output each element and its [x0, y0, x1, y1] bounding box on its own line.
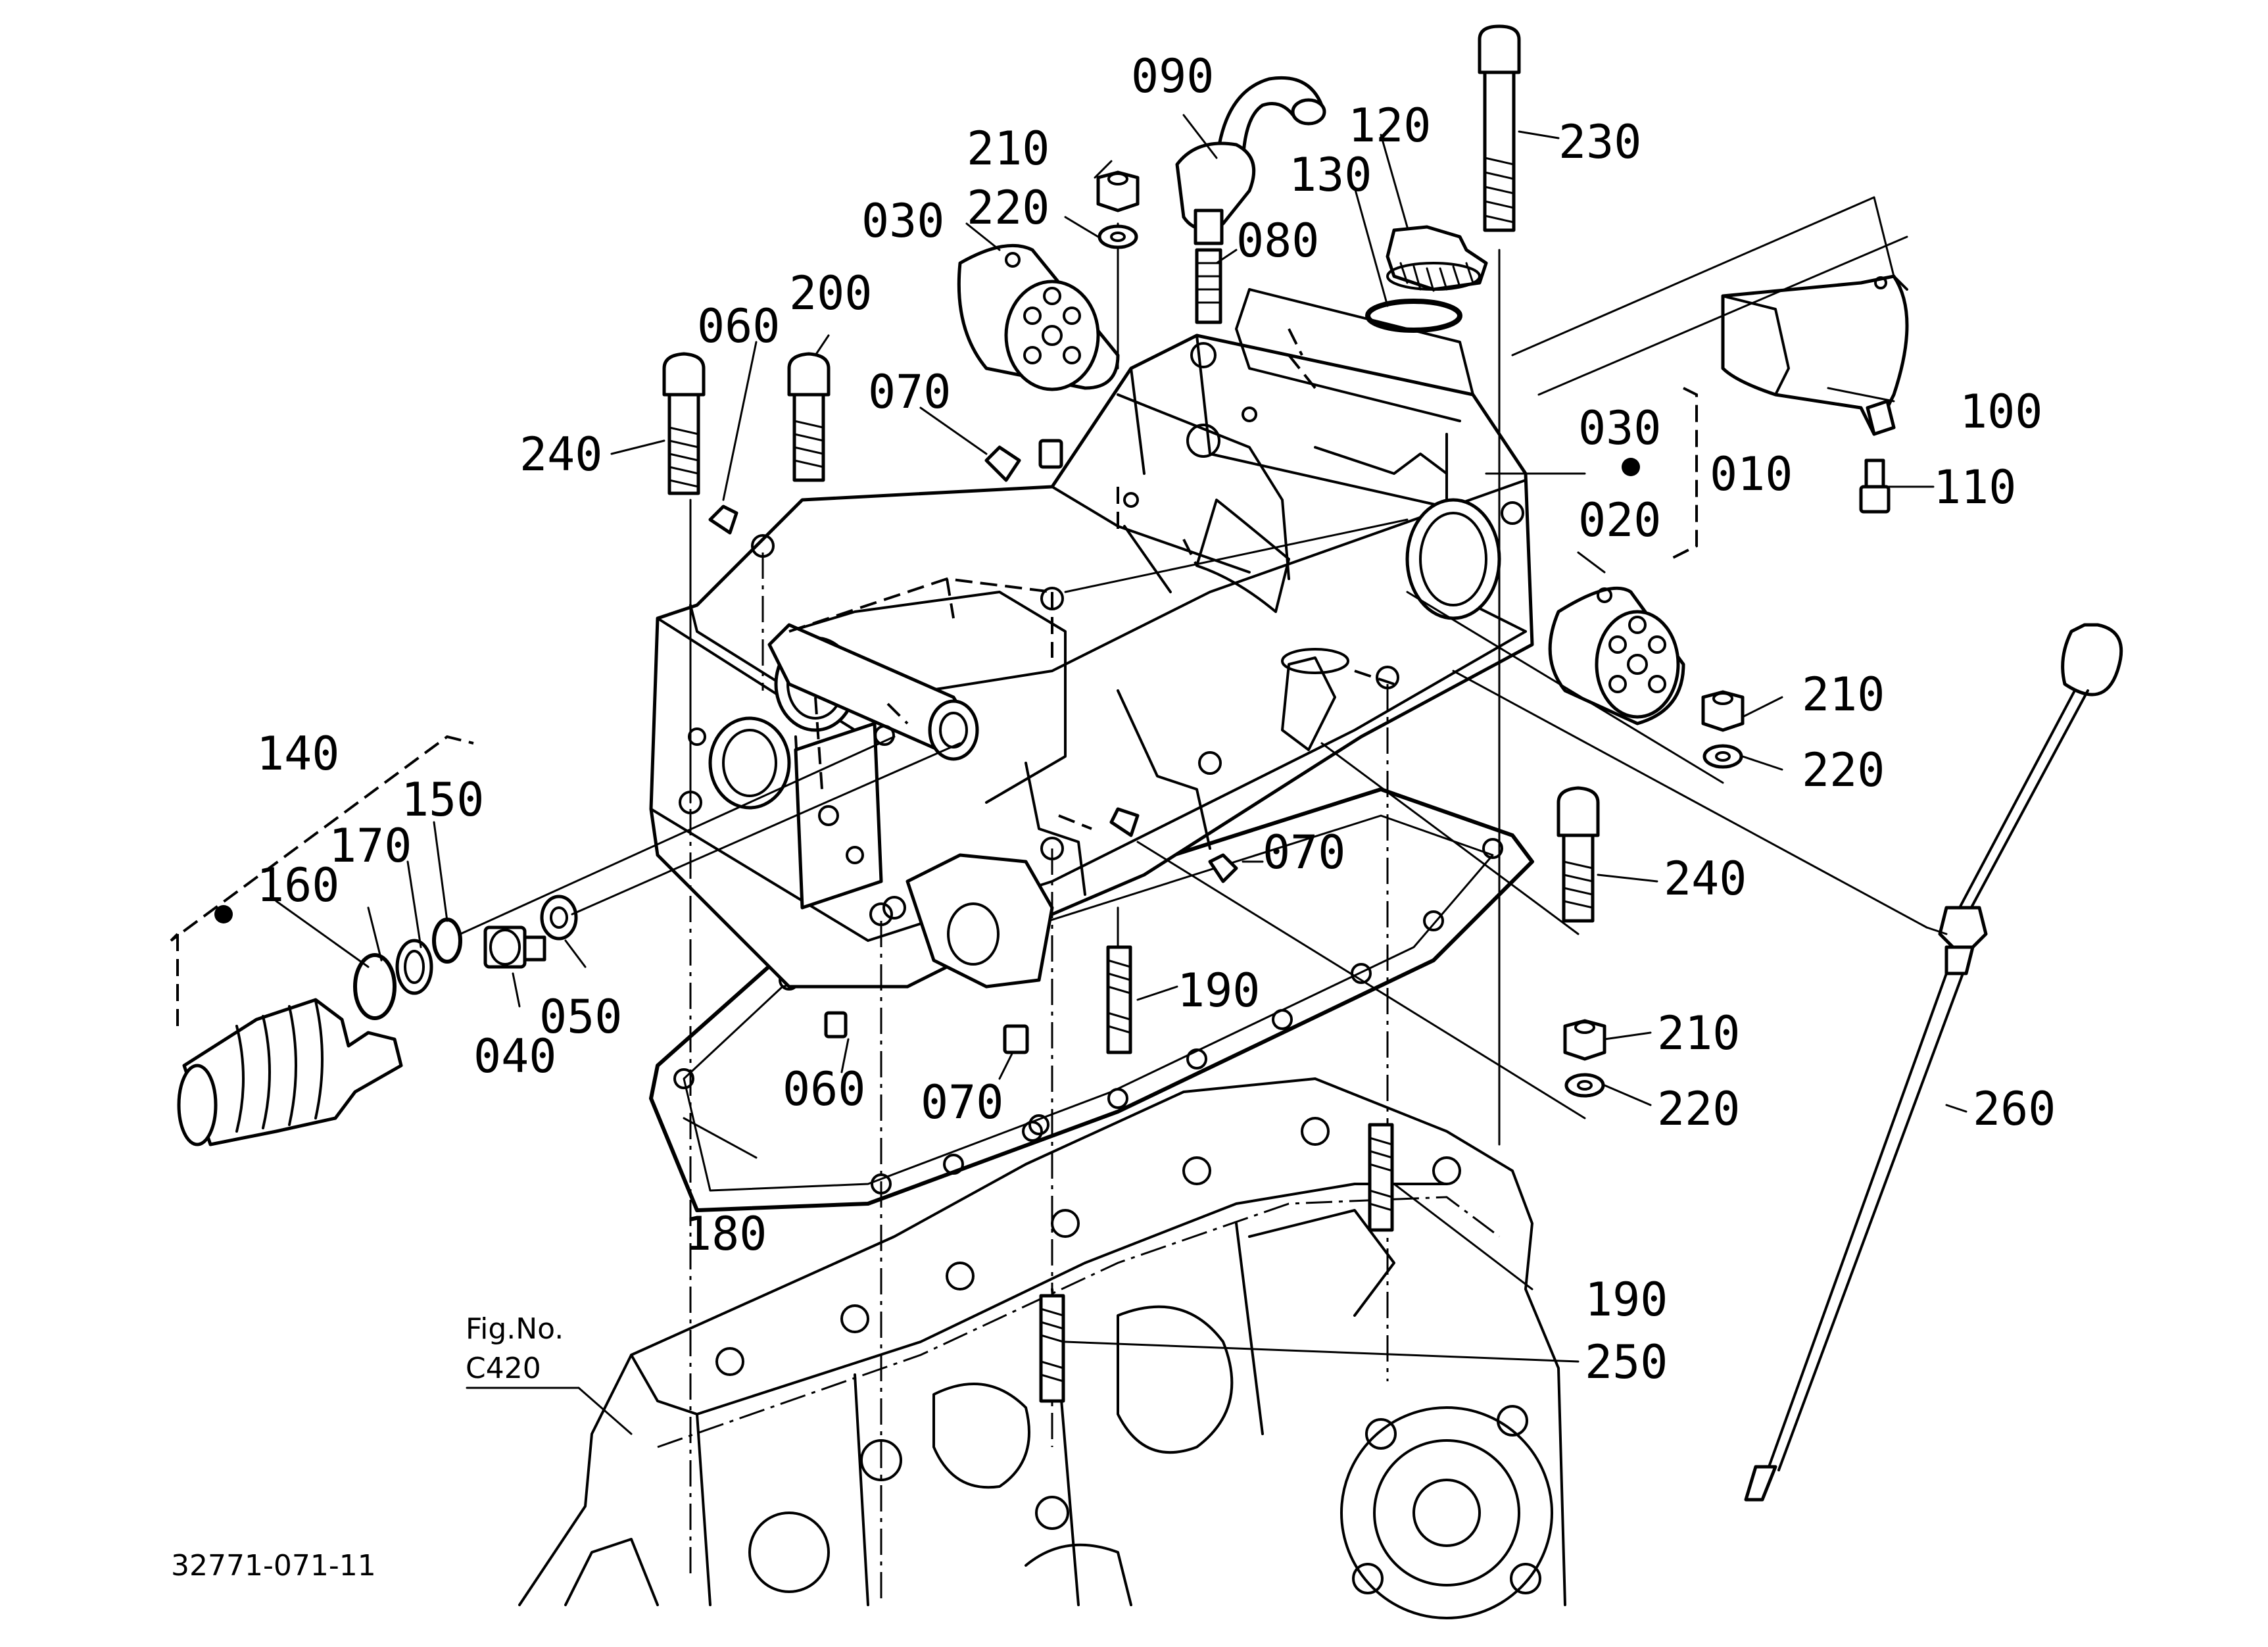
label-130: 130	[1289, 148, 1372, 202]
label-200: 200	[789, 266, 872, 320]
label-230: 230	[1558, 115, 1641, 169]
o-ring-130	[1365, 299, 1462, 333]
stud-190-center	[1106, 945, 1132, 1054]
label-180: 180	[684, 1207, 767, 1261]
nut-210-mid	[1701, 690, 1745, 732]
hidden-lines	[788, 328, 1395, 830]
nut-210-top	[1096, 170, 1140, 212]
label-100: 100	[1960, 385, 2042, 439]
label-210-top: 210	[967, 122, 1050, 176]
bushing-030-top	[957, 243, 1120, 391]
label-220-top: 220	[967, 181, 1050, 235]
dipstick-260	[1744, 623, 2123, 1502]
plug-070-lower	[1003, 1024, 1029, 1054]
label-170: 170	[329, 819, 412, 873]
label-020: 020	[1578, 493, 1661, 547]
hydraulic-cylinder-cover	[649, 288, 1534, 989]
bolt-240-left	[662, 352, 706, 495]
label-210-mid: 210	[1802, 668, 1885, 722]
label-080: 080	[1236, 214, 1319, 268]
plug-060-lower	[824, 1011, 848, 1039]
fig-ref-line2: C420	[466, 1352, 541, 1385]
bolt-110	[1859, 458, 1891, 514]
group-bracket-140	[170, 735, 474, 1026]
label-220-mid: 220	[1802, 743, 1885, 797]
nipple-080	[1195, 248, 1222, 324]
o-ring-160	[353, 953, 397, 1020]
bolt-240-right	[1556, 786, 1600, 923]
stud-250	[1039, 1294, 1065, 1403]
washer-220-top	[1098, 224, 1138, 249]
label-030-top: 030	[861, 194, 944, 248]
washer-220-low	[1564, 1073, 1605, 1098]
label-070-lower: 070	[921, 1075, 1003, 1129]
drawing-number: 32771-071-11	[171, 1549, 376, 1583]
cover-100	[1721, 274, 1909, 436]
set-screw-060-top	[708, 504, 738, 535]
label-160: 160	[256, 858, 339, 912]
washer-220-mid	[1702, 744, 1743, 769]
plug-070-right	[1109, 807, 1238, 883]
label-090: 090	[1131, 49, 1214, 103]
backup-ring-170	[395, 939, 433, 995]
gasket-part-180	[649, 787, 1534, 1212]
plug-070-top	[984, 439, 1063, 482]
label-140: 140	[256, 727, 339, 781]
label-030-right: 030	[1578, 401, 1661, 455]
label-190-right: 190	[1585, 1273, 1668, 1327]
bushing-020	[1548, 586, 1685, 725]
relief-valve-140	[177, 998, 403, 1146]
fig-ref-line1: Fig.No.	[466, 1312, 564, 1346]
label-190-center: 190	[1177, 964, 1260, 1018]
label-260: 260	[1973, 1082, 2056, 1136]
filler-cap-120	[1386, 225, 1488, 292]
o-ring-150	[432, 918, 462, 964]
bolt-200	[787, 352, 831, 482]
label-070-top: 070	[868, 365, 951, 419]
label-060-top: 060	[697, 299, 780, 353]
nut-210-low	[1563, 1019, 1606, 1061]
label-010: 010	[1710, 447, 1793, 501]
label-040: 040	[473, 1029, 556, 1083]
assembly-line-140	[459, 735, 896, 935]
washer-050	[540, 895, 578, 941]
label-210-low: 210	[1657, 1006, 1740, 1060]
group-bracket-010	[1622, 387, 1698, 560]
label-240-right: 240	[1664, 852, 1747, 906]
label-110: 110	[1933, 460, 2016, 514]
part-labels: 090 210 220 030 120 130 080 230 200 060 …	[171, 49, 2056, 1583]
label-050: 050	[539, 990, 622, 1044]
label-060-lower: 060	[783, 1062, 865, 1116]
bolt-230	[1478, 24, 1521, 232]
label-150: 150	[401, 773, 484, 827]
stud-190-right	[1368, 1123, 1394, 1232]
label-250: 250	[1585, 1335, 1668, 1389]
plug-040	[483, 925, 546, 969]
label-220-low: 220	[1657, 1082, 1740, 1136]
assembly-line-050	[571, 742, 961, 916]
label-120: 120	[1348, 99, 1431, 153]
breather-pipe-090	[1175, 76, 1326, 245]
leader-lines	[275, 114, 1967, 1435]
label-070-right: 070	[1263, 825, 1345, 879]
label-240-left: 240	[519, 428, 602, 481]
